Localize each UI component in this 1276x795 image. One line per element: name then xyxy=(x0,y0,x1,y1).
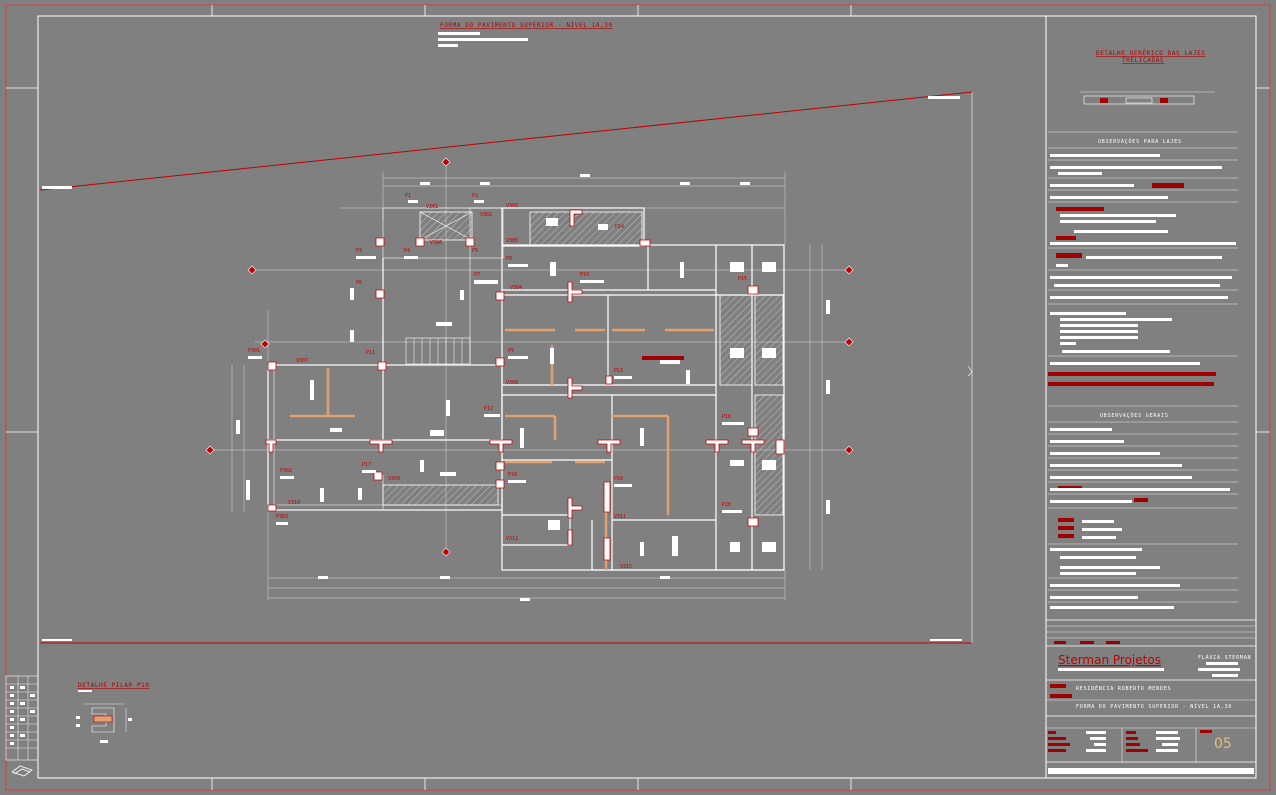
beams xyxy=(290,328,714,570)
slab-notes-heading: OBSERVAÇÕES PARA LAJES xyxy=(1098,138,1182,145)
svg-text:P15: P15 xyxy=(738,276,747,282)
svg-text:V306: V306 xyxy=(430,240,442,246)
client-name: RESIDÊNCIA ROBERTO MENDES xyxy=(1076,684,1171,692)
svg-text:P20: P20 xyxy=(722,502,731,508)
title-block: Sterman Projetos FLÁVIA STERMAN RESIDÊNC… xyxy=(1046,619,1256,774)
pillar-detail: DETALHE PILAR P19 xyxy=(76,682,150,743)
svg-text:P18: P18 xyxy=(508,472,517,478)
general-notes: OBSERVAÇÕES GERAIS xyxy=(1048,405,1238,609)
slab-detail-subtitle: TRELIÇADAS xyxy=(1122,57,1164,64)
drawing-title: FORMA DO PAVIMENTO SUPERIOR - NÍVEL 1A,3… xyxy=(440,21,613,29)
svg-text:P301: P301 xyxy=(248,348,260,354)
svg-text:V303: V303 xyxy=(506,203,518,209)
svg-text:P1: P1 xyxy=(405,193,411,199)
walls xyxy=(267,207,785,571)
svg-text:V310: V310 xyxy=(288,500,300,506)
svg-text:P5: P5 xyxy=(472,248,478,254)
svg-text:P12: P12 xyxy=(484,406,493,412)
pillar-detail-title: DETALHE PILAR P19 xyxy=(78,682,150,689)
svg-text:P3: P3 xyxy=(356,248,362,254)
svg-text:P9: P9 xyxy=(508,348,514,354)
svg-text:P14: P14 xyxy=(615,224,624,230)
company-name: Sterman Projetos xyxy=(1058,653,1161,667)
svg-text:P7: P7 xyxy=(474,272,480,278)
sheet-number: 05 xyxy=(1214,736,1232,752)
svg-text:V312: V312 xyxy=(506,536,518,542)
svg-text:V301: V301 xyxy=(426,204,438,210)
logo-icon xyxy=(11,765,33,777)
slab-notes: OBSERVAÇÕES PARA LAJES xyxy=(1048,131,1238,386)
sheet-border xyxy=(5,4,1271,791)
svg-text:V302: V302 xyxy=(480,212,492,218)
svg-text:P8: P8 xyxy=(506,256,512,262)
svg-text:V305: V305 xyxy=(506,238,518,244)
revision-table xyxy=(5,675,39,777)
svg-text:P2: P2 xyxy=(472,193,478,199)
svg-text:P10: P10 xyxy=(580,272,589,278)
hatched-slabs xyxy=(382,211,784,516)
general-notes-heading: OBSERVAÇÕES GERAIS xyxy=(1100,412,1169,419)
svg-text:P302: P302 xyxy=(280,468,292,474)
svg-text:P17: P17 xyxy=(362,462,371,468)
svg-text:P4: P4 xyxy=(404,248,410,254)
svg-text:V304: V304 xyxy=(510,285,522,291)
annotation-marks xyxy=(236,174,830,601)
svg-text:V309: V309 xyxy=(388,476,400,482)
stamp-name: FLÁVIA STERMAN xyxy=(1198,654,1251,661)
slab-detail: DETALHE GENÉRICO DAS LAJES TRELIÇADAS xyxy=(1080,49,1215,105)
pillars xyxy=(265,209,785,561)
svg-text:P6: P6 xyxy=(356,280,362,286)
element-labels: P1 P2 P3 P4 P5 P6 P7 P8 P9 P10 P11 P12 P… xyxy=(248,193,747,570)
title-notes xyxy=(438,32,528,47)
svg-text:P19: P19 xyxy=(614,476,623,482)
svg-text:P13: P13 xyxy=(614,368,623,374)
slab-detail-title: DETALHE GENÉRICO DAS LAJES xyxy=(1096,49,1206,57)
red-tag xyxy=(642,356,684,360)
svg-text:V315: V315 xyxy=(620,564,632,570)
floor-plan: P1 P2 P3 P4 P5 P6 P7 P8 P9 P10 P11 P12 P… xyxy=(205,157,854,601)
drawing-name: FORMA DO PAVIMENTO SUPERIOR - NÍVEL 1A,3… xyxy=(1076,702,1232,710)
svg-text:V311: V311 xyxy=(614,514,626,520)
plot-area xyxy=(39,91,973,644)
level-markers xyxy=(205,157,854,557)
svg-text:V307: V307 xyxy=(296,358,308,364)
svg-text:V308: V308 xyxy=(506,380,518,386)
svg-text:P11: P11 xyxy=(366,350,375,356)
svg-text:P303: P303 xyxy=(276,514,288,520)
svg-text:P16: P16 xyxy=(722,414,731,420)
